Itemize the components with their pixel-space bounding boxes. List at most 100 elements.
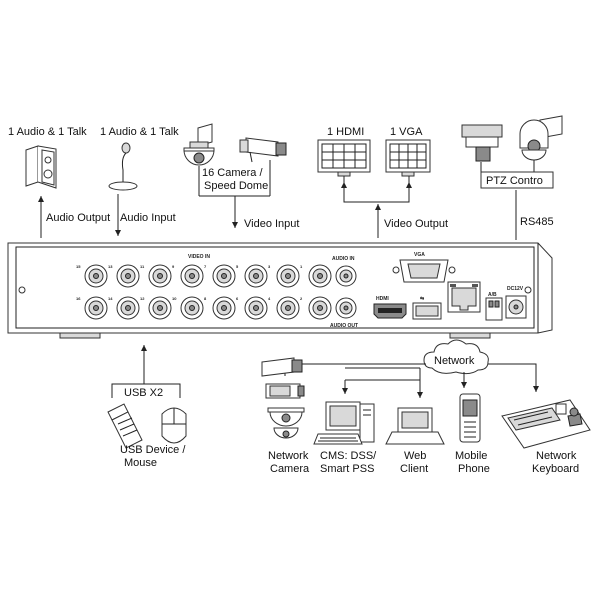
label-usb-x2: USB X2 — [124, 387, 163, 399]
ptz-dome-icon — [519, 115, 563, 161]
panel-video-in-label: VIDEO IN — [188, 254, 210, 260]
power-port — [505, 295, 527, 319]
ethernet-port — [447, 281, 481, 313]
bnc-channel-number: 7 — [204, 264, 207, 269]
bnc-connector: 16 — [76, 296, 108, 320]
label-cms: CMS: DSS/ — [320, 450, 377, 462]
label-audio-talk-left: 1 Audio & 1 Talk — [8, 126, 87, 138]
bullet-camera-icon — [239, 137, 287, 163]
bnc-channel-number: 9 — [172, 264, 175, 269]
bnc-connector: 4 — [268, 296, 300, 320]
bnc-connector: 5 — [236, 264, 268, 288]
usb-drive-icon — [107, 403, 143, 449]
mouse-icon — [161, 407, 187, 444]
bnc-connector: 14 — [108, 296, 140, 320]
ptz-camera-icon — [461, 124, 503, 162]
label-video-input: Video Input — [244, 218, 299, 230]
panel-hdmi-label: HDMI — [376, 296, 389, 302]
svg-text:⇆: ⇆ — [420, 295, 425, 302]
bnc-channel-number: 2 — [300, 296, 303, 301]
usb-bracket — [111, 383, 181, 398]
label-keyboard: Keyboard — [532, 463, 579, 475]
monitor-icon — [317, 139, 371, 177]
network-cloud-icon: Network — [423, 339, 489, 375]
camera-label-box: 16 Camera / Speed Dome — [198, 160, 271, 197]
bnc-channel-number: 5 — [236, 264, 239, 269]
network-camera-icon — [261, 357, 305, 439]
microphone-icon — [108, 142, 138, 191]
label-web: Web — [404, 450, 426, 462]
label-vga-monitor: 1 VGA — [390, 126, 423, 138]
desktop-pc-icon — [313, 401, 375, 445]
bnc-channel-number: 10 — [172, 296, 177, 301]
label-phone: Phone — [458, 463, 490, 475]
bnc-row-top: 15 13 11 9 7 5 3 1 — [76, 264, 332, 288]
network-keyboard-icon — [501, 399, 591, 449]
panel-dc-label: DC12V — [507, 286, 524, 292]
label-camera-count: 16 Camera / — [202, 167, 263, 179]
bnc-connector: 1 — [300, 264, 332, 288]
label-audio-talk-right: 1 Audio & 1 Talk — [100, 126, 179, 138]
net-line-camera — [284, 363, 426, 376]
label-client: Client — [400, 463, 428, 475]
speed-dome-icon — [183, 123, 215, 166]
panel-ab-label: A/B — [488, 292, 497, 298]
bnc-connector: 15 — [76, 264, 108, 288]
bnc-channel-number: 6 — [236, 296, 239, 301]
label-smart-pss: Smart PSS — [320, 463, 374, 475]
hdmi-port — [373, 303, 407, 319]
panel-vga-label: VGA — [414, 252, 425, 258]
bnc-channel-number: 16 — [76, 296, 81, 301]
label-video-output: Video Output — [384, 218, 448, 230]
bnc-connector: 10 — [172, 296, 204, 320]
bnc-connector: 11 — [140, 264, 172, 288]
audio-in-port — [335, 265, 357, 287]
mobile-phone-icon — [459, 393, 481, 443]
bnc-connector: 9 — [172, 264, 204, 288]
usb-port: ⇆ — [412, 295, 442, 320]
bnc-channel-number: 14 — [108, 296, 113, 301]
label-audio-output: Audio Output — [46, 212, 110, 224]
bnc-channel-number: 11 — [140, 264, 145, 269]
vga-port — [392, 259, 456, 283]
label-usb-device: USB Device / — [120, 444, 186, 456]
video-output-bracket — [343, 176, 410, 203]
bnc-connector: 6 — [236, 296, 268, 320]
panel-audio-out-label: AUDIO OUT — [330, 323, 358, 329]
label-camera: Camera — [270, 463, 310, 475]
bnc-connector: 3 — [268, 264, 300, 288]
label-hdmi-monitor: 1 HDMI — [327, 126, 364, 138]
bnc-channel-number: 12 — [140, 296, 145, 301]
label-network-keyboard: Network — [536, 450, 577, 462]
net-line-keyboard — [488, 363, 537, 388]
monitor-icon-vga — [385, 139, 431, 177]
bnc-channel-number: 13 — [108, 264, 113, 269]
label-ptz-control: PTZ Contro — [486, 175, 543, 187]
bnc-connector: 2 — [300, 296, 332, 320]
speaker-icon — [25, 145, 57, 189]
label-mobile: Mobile — [455, 450, 487, 462]
bnc-channel-number: 4 — [268, 296, 271, 301]
label-network: Network — [434, 355, 475, 367]
bnc-row-bottom: 16 14 12 10 8 6 4 2 — [76, 296, 332, 320]
bnc-channel-number: 1 — [300, 264, 303, 269]
bnc-channel-number: 15 — [76, 264, 81, 269]
label-mouse: Mouse — [124, 457, 157, 469]
audio-out-port — [335, 297, 357, 319]
bnc-channel-number: 3 — [268, 264, 271, 269]
label-speed-dome: Speed Dome — [204, 180, 268, 192]
rs485-terminal — [485, 297, 503, 321]
ptz-label-box: PTZ Contro — [480, 160, 554, 189]
panel-audio-in-label: AUDIO IN — [332, 256, 355, 262]
bnc-connector: 13 — [108, 264, 140, 288]
bnc-connector: 8 — [204, 296, 236, 320]
laptop-icon — [385, 407, 445, 445]
bnc-channel-number: 8 — [204, 296, 207, 301]
bnc-connector: 7 — [204, 264, 236, 288]
label-network-camera: Network — [268, 450, 309, 462]
label-rs485: RS485 — [520, 216, 554, 228]
bnc-connector: 12 — [140, 296, 172, 320]
label-audio-input: Audio Input — [120, 212, 176, 224]
